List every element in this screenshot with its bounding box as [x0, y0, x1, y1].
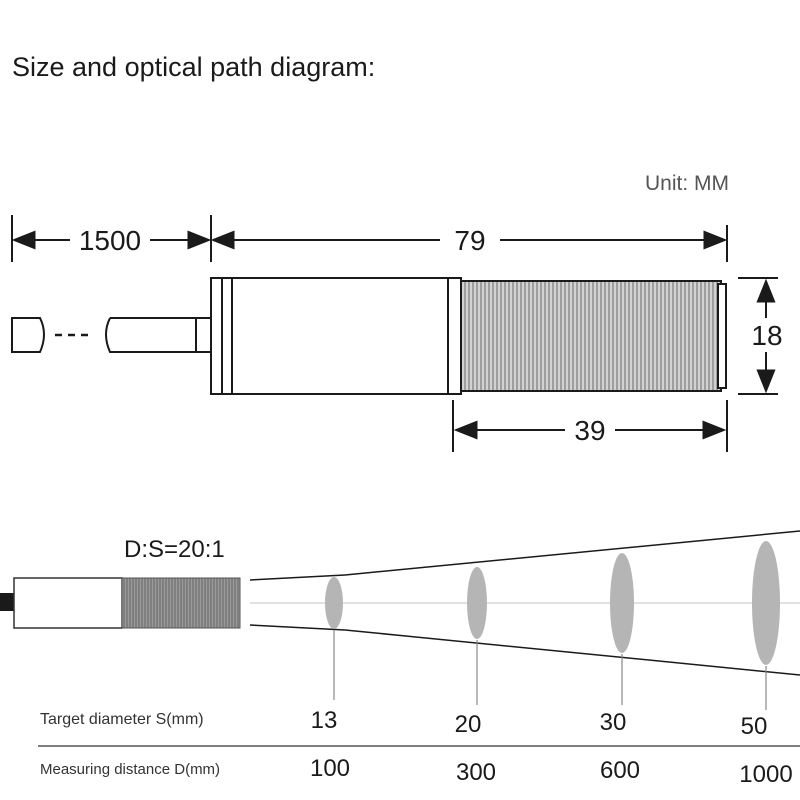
spot-100 [325, 577, 343, 629]
target-diameter-label: Target diameter S(mm) [40, 711, 204, 728]
unit-label: Unit: MM [645, 172, 729, 195]
target-value-2: 20 [454, 711, 482, 738]
dim-79-label: 79 [454, 225, 485, 256]
ratio-label: D:S=20:1 [124, 536, 225, 563]
distance-value-3: 600 [599, 757, 641, 784]
spot-1000 [752, 541, 780, 665]
sensor-housing [210, 277, 462, 395]
spot-300 [467, 567, 487, 639]
distance-value-2: 300 [455, 759, 497, 786]
cone-bottom-near [249, 624, 346, 631]
page-title: Size and optical path diagram: [12, 52, 376, 82]
cone-bottom [344, 629, 800, 676]
dim-39-label: 39 [574, 415, 605, 446]
cone-top [344, 530, 800, 576]
dim-18-label: 18 [751, 320, 782, 351]
distance-value-4: 1000 [739, 761, 793, 788]
spot-600 [610, 553, 634, 653]
target-value-3: 30 [599, 709, 627, 736]
dimension-drawing [11, 215, 778, 452]
cable-end [11, 317, 45, 353]
target-value-1: 13 [310, 707, 338, 734]
threaded-barrel [460, 280, 722, 392]
measuring-distance-label: Measuring distance D(mm) [40, 761, 221, 778]
distance-value-1: 100 [309, 755, 351, 782]
sensor-small-housing [13, 577, 123, 629]
optical-path-drawing [0, 530, 800, 747]
sensor-small-thread [121, 577, 241, 629]
target-value-4: 50 [740, 713, 768, 740]
cone-top-near [249, 574, 346, 581]
dim-1500-label: 1500 [79, 225, 141, 256]
cable-body-bottom [105, 317, 211, 353]
sensor-cable [0, 593, 14, 611]
